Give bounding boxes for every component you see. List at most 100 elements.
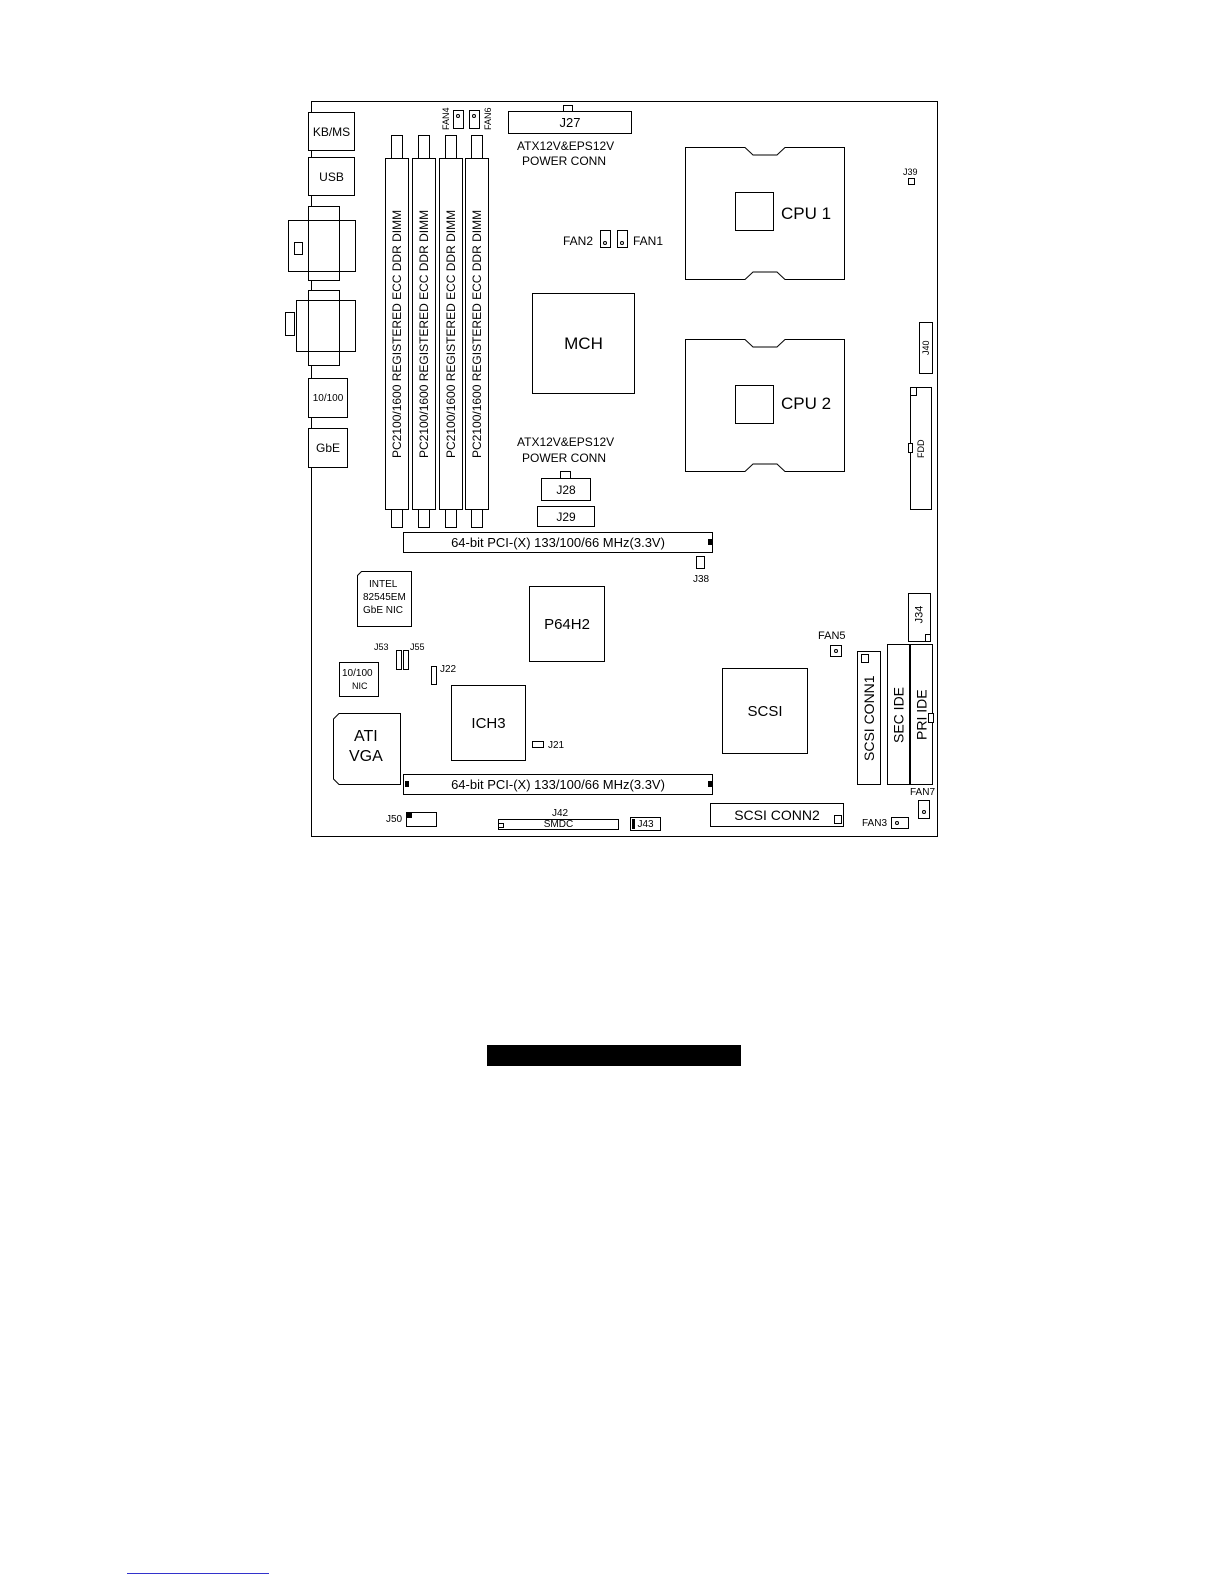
smdc-label: SMDC bbox=[543, 819, 574, 830]
dimm-slot-4: PC2100/1600 REGISTERED ECC DDR DIMM bbox=[465, 158, 489, 510]
fan5-label: FAN5 bbox=[818, 630, 846, 642]
dimm-slot-4-clip-bottom bbox=[471, 509, 483, 528]
pci-x-slot-bottom-label: 64-bit PCI-(X) 133/100/66 MHz(3.3V) bbox=[451, 777, 665, 792]
dimm-slot-4-label: PC2100/1600 REGISTERED ECC DDR DIMM bbox=[470, 209, 484, 459]
j38-jumper bbox=[696, 556, 705, 569]
scsi-conn1-latch bbox=[861, 654, 869, 663]
fan1-label: FAN1 bbox=[633, 234, 664, 248]
gbe-port: GbE bbox=[308, 428, 348, 468]
j43-pin1 bbox=[632, 819, 635, 829]
j40-label: J40 bbox=[921, 340, 931, 356]
j53-jumper bbox=[396, 650, 402, 670]
scsi-chip-label: SCSI bbox=[747, 702, 783, 720]
nic-10-100-label-line1: 10/100 bbox=[342, 668, 373, 679]
cpu2-label: CPU 2 bbox=[781, 394, 832, 413]
j29-label: J29 bbox=[556, 509, 576, 524]
fdd-key bbox=[908, 443, 913, 453]
fan7-header bbox=[918, 800, 930, 819]
cpu2-die bbox=[735, 385, 774, 424]
fan4-label: FAN4 bbox=[441, 107, 451, 131]
mch-chip: MCH bbox=[532, 293, 635, 394]
fan6-header bbox=[469, 110, 480, 129]
serial-port-upper-flange bbox=[288, 220, 356, 272]
lan-10-100-label: 10/100 bbox=[312, 392, 344, 404]
pci-x-slot-top: 64-bit PCI-(X) 133/100/66 MHz(3.3V) bbox=[403, 532, 713, 553]
fan5-pin bbox=[834, 649, 838, 653]
j55-jumper bbox=[403, 650, 409, 670]
j43-label: J43 bbox=[637, 818, 654, 830]
fan7-label: FAN7 bbox=[910, 787, 936, 798]
j43-connector: J43 bbox=[630, 817, 661, 831]
dimm-slot-1-clip-bottom bbox=[391, 509, 403, 528]
dimm-slot-3-clip-top bbox=[445, 135, 457, 159]
nic-10-100-chip bbox=[339, 662, 379, 697]
intel-nic-label-line1: INTEL bbox=[369, 579, 398, 590]
j21-label: J21 bbox=[548, 740, 565, 751]
j34-latch bbox=[925, 634, 931, 642]
pci-x-slot-bottom-key-left bbox=[405, 781, 409, 787]
j50-header bbox=[406, 812, 437, 827]
dimm-slot-1-label: PC2100/1600 REGISTERED ECC DDR DIMM bbox=[390, 209, 404, 459]
footnote-rule bbox=[127, 1573, 269, 1574]
gbe-label: GbE bbox=[315, 441, 340, 455]
scsi-conn2-latch bbox=[834, 815, 842, 824]
j29-power-connector: J29 bbox=[537, 506, 595, 527]
pci-x-slot-top-key bbox=[708, 539, 712, 545]
smdc-connector: SMDC bbox=[498, 819, 619, 830]
sec-ide-label: SEC IDE bbox=[890, 686, 907, 743]
pri-ide-key bbox=[928, 713, 934, 723]
vga-port-pin bbox=[285, 312, 295, 336]
j55-label: J55 bbox=[410, 642, 425, 652]
j28-caption-line2: POWER CONN bbox=[522, 451, 606, 465]
j50-label: J50 bbox=[386, 814, 403, 825]
j40-header: J40 bbox=[919, 322, 933, 374]
fan7-pin bbox=[922, 810, 926, 814]
ati-vga-label-line2: VGA bbox=[349, 748, 383, 765]
j42-label: J42 bbox=[552, 808, 569, 819]
fan2-pin bbox=[603, 241, 607, 245]
vga-port bbox=[308, 290, 340, 366]
dimm-slot-2-label: PC2100/1600 REGISTERED ECC DDR DIMM bbox=[417, 209, 431, 459]
mch-label: MCH bbox=[564, 333, 603, 353]
scsi-conn2-label: SCSI CONN2 bbox=[734, 807, 820, 823]
intel-nic-label-line3: GbE NIC bbox=[363, 605, 404, 616]
j53-label: J53 bbox=[374, 642, 389, 652]
scsi-chip: SCSI bbox=[722, 668, 808, 754]
cpu1-die bbox=[735, 192, 774, 231]
dimm-slot-3: PC2100/1600 REGISTERED ECC DDR DIMM bbox=[439, 158, 463, 510]
j21-jumper bbox=[532, 741, 544, 748]
kbms-port: KB/MS bbox=[308, 112, 355, 151]
p64h2-chip: P64H2 bbox=[529, 586, 605, 662]
pci-x-slot-top-label: 64-bit PCI-(X) 133/100/66 MHz(3.3V) bbox=[451, 535, 665, 550]
fan3-header bbox=[891, 817, 909, 829]
smdc-pin1 bbox=[498, 823, 504, 828]
pci-x-slot-bottom-key-right bbox=[708, 781, 712, 787]
j27-caption-line2: POWER CONN bbox=[522, 154, 606, 168]
j34-label: J34 bbox=[913, 605, 926, 624]
fan1-header bbox=[617, 230, 628, 248]
j50-pin1 bbox=[407, 813, 412, 818]
j27-label: J27 bbox=[559, 115, 581, 130]
fan4-header bbox=[453, 110, 464, 129]
j22-jumper bbox=[431, 666, 437, 685]
vga-port-flange bbox=[296, 300, 356, 352]
j28-label: J28 bbox=[556, 482, 576, 497]
j27-caption-line1: ATX12V&EPS12V bbox=[517, 139, 615, 153]
fan6-label: FAN6 bbox=[483, 107, 493, 131]
intel-nic-chip bbox=[357, 571, 412, 627]
pci-x-slot-bottom: 64-bit PCI-(X) 133/100/66 MHz(3.3V) bbox=[403, 774, 713, 795]
nic-10-100-label-line2: NIC bbox=[352, 681, 368, 691]
serial-port-upper-pin bbox=[294, 242, 303, 255]
lan-10-100-port: 10/100 bbox=[308, 378, 348, 418]
scsi-conn2: SCSI CONN2 bbox=[710, 803, 844, 827]
kbms-label: KB/MS bbox=[312, 124, 351, 139]
fan5-header bbox=[830, 645, 842, 657]
ati-vga-chip bbox=[333, 713, 401, 785]
intel-nic-label-line2: 82545EM bbox=[363, 592, 406, 603]
j28-power-connector: J28 bbox=[541, 478, 591, 501]
redaction-bar bbox=[487, 1045, 741, 1066]
fan3-pin bbox=[895, 821, 899, 825]
dimm-slot-1: PC2100/1600 REGISTERED ECC DDR DIMM bbox=[385, 158, 409, 510]
ich3-chip: ICH3 bbox=[451, 685, 526, 761]
fan6-pin bbox=[472, 114, 476, 118]
